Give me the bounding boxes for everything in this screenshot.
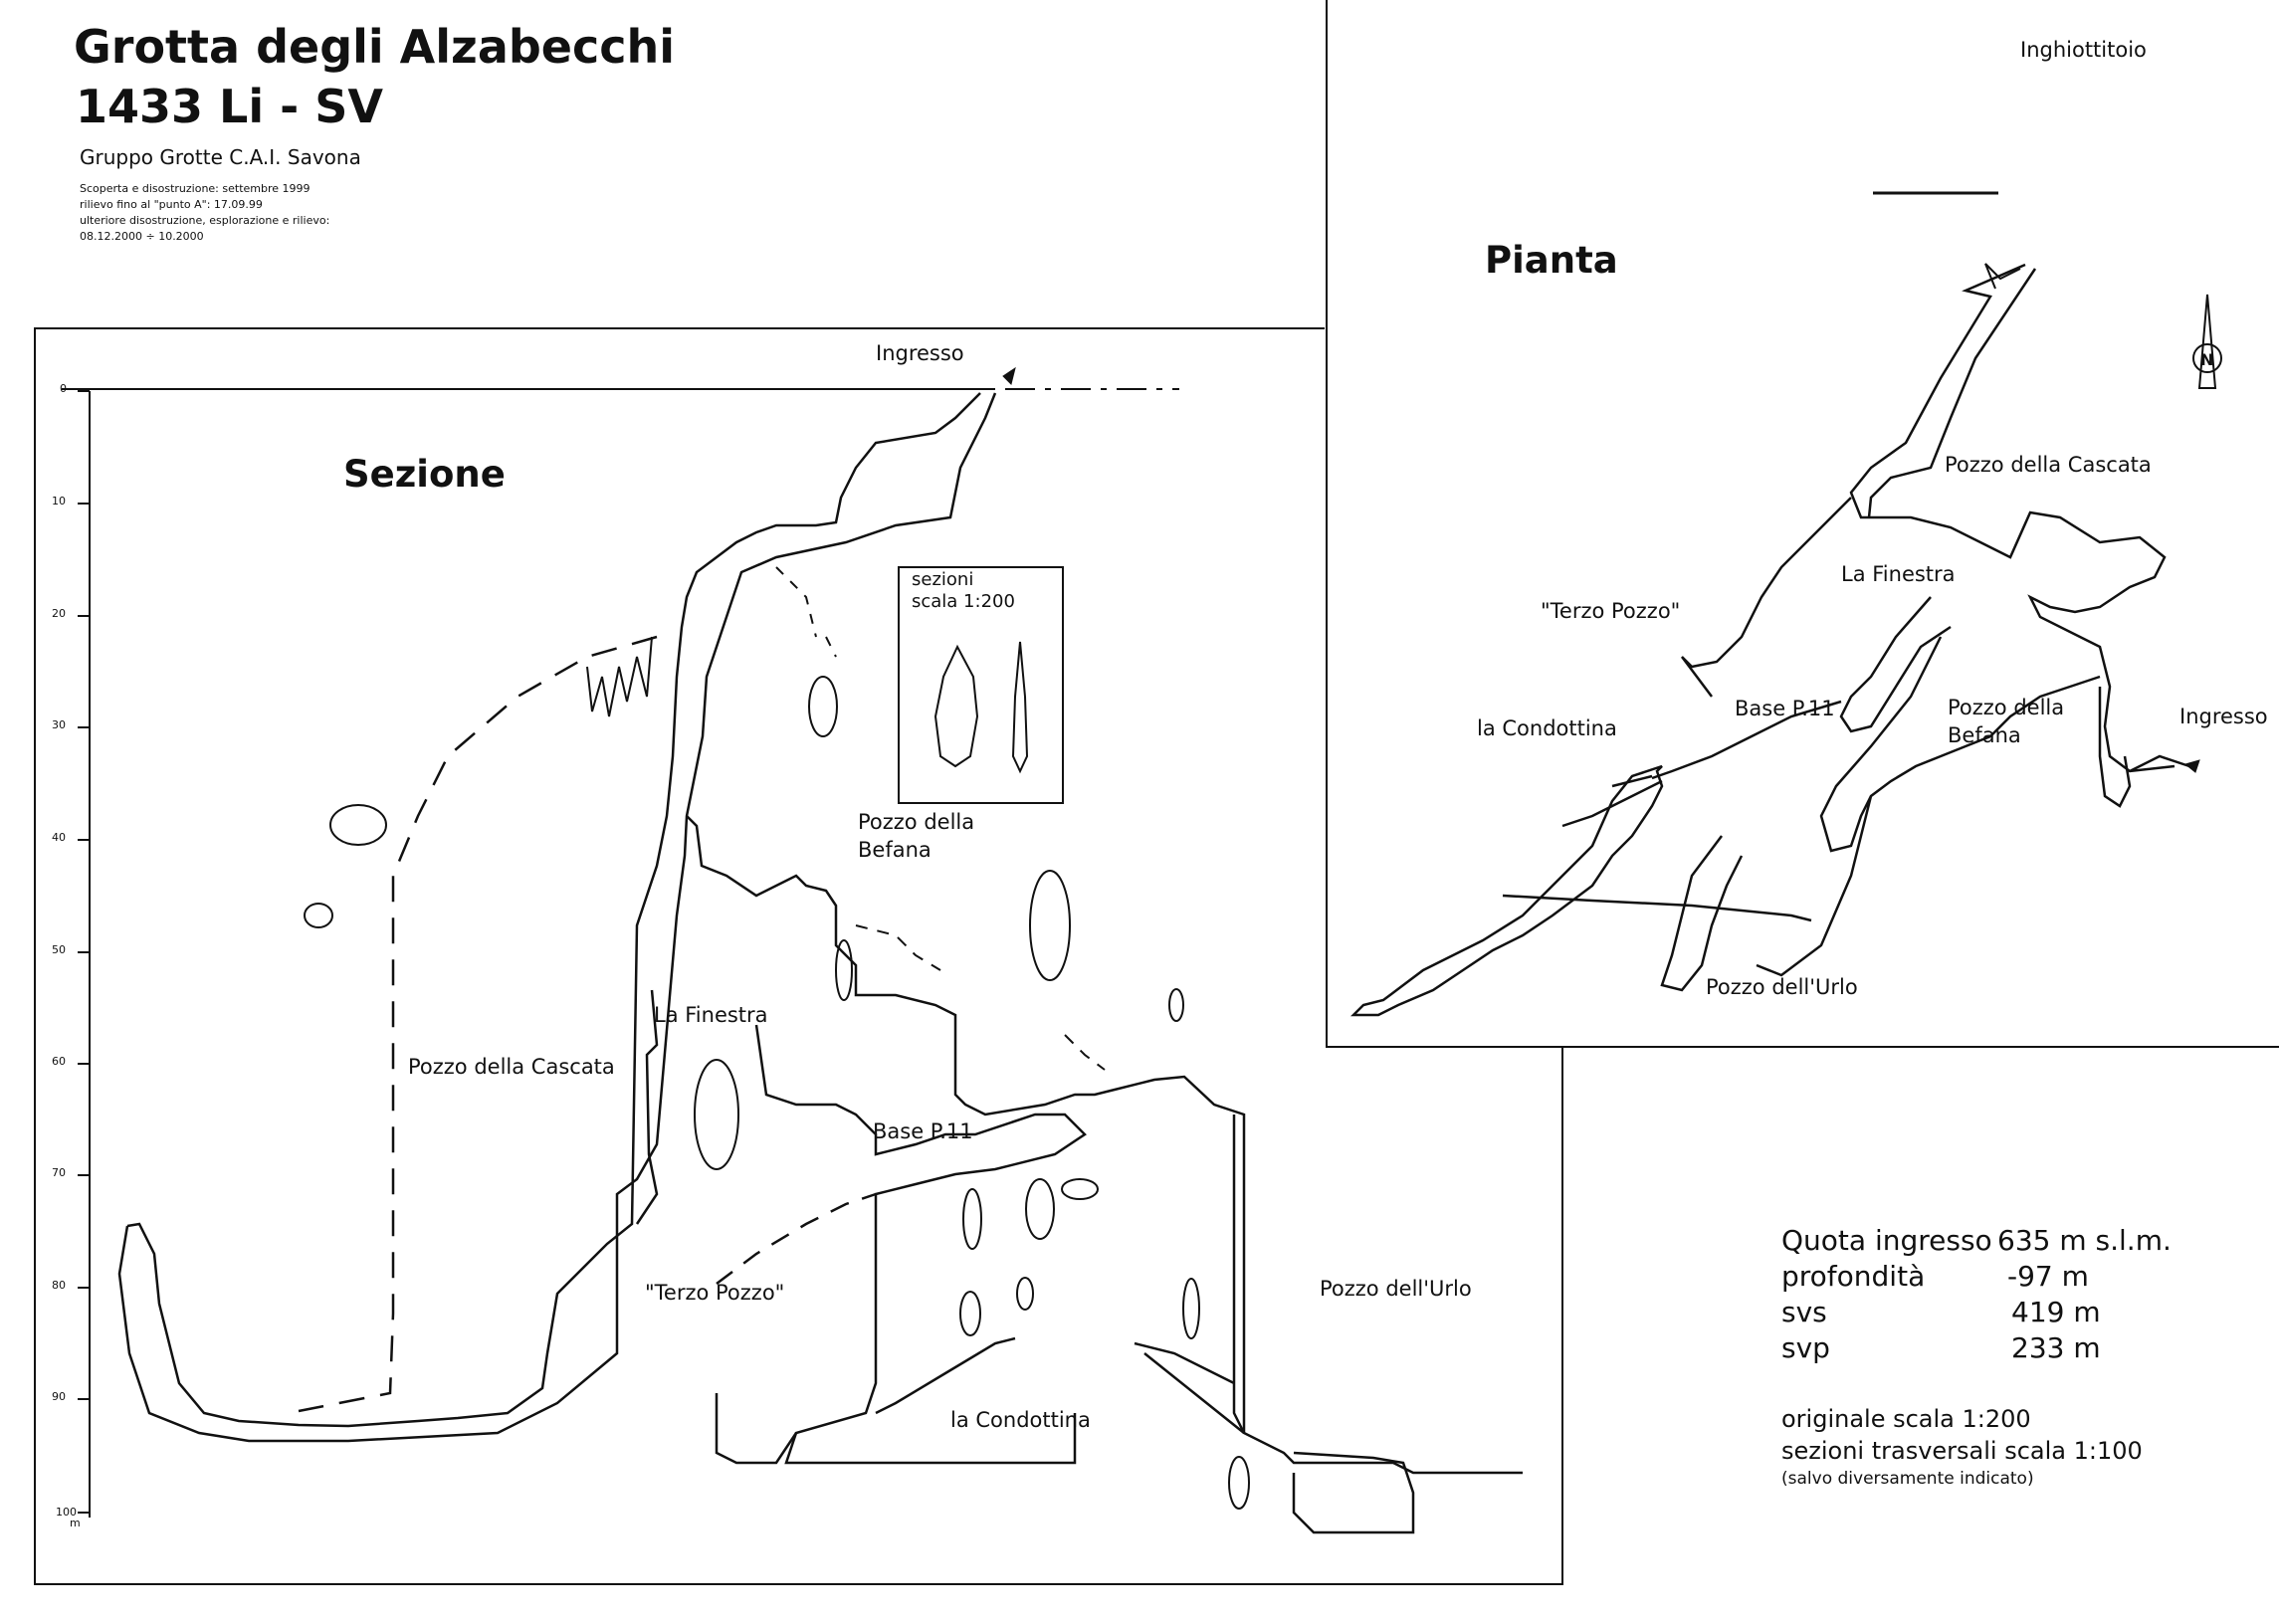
section-passage-inner bbox=[117, 392, 997, 1443]
upper-dashed-outline bbox=[775, 566, 837, 658]
cross-section bbox=[1168, 988, 1184, 1022]
section-passage-lower bbox=[686, 815, 1523, 1475]
stat-label: Quota ingresso bbox=[1781, 1224, 1992, 1257]
entrance-arrow bbox=[1002, 366, 1016, 385]
section-frame bbox=[34, 327, 1563, 1585]
survey-meta-line: rilievo fino al "punto A": 17.09.99 bbox=[80, 198, 263, 211]
section-passage-urlo bbox=[1134, 1115, 1415, 1534]
befana-dashed-outline bbox=[855, 924, 1106, 1071]
plan-frame bbox=[1326, 0, 2279, 1048]
inset-box bbox=[898, 566, 1064, 804]
plan-passage-lower bbox=[1349, 764, 1664, 1017]
cross-section bbox=[959, 1291, 981, 1336]
section-passage bbox=[126, 392, 981, 1428]
entrance-arrow bbox=[2183, 759, 2200, 773]
section-label-finestra: La Finestra bbox=[654, 1003, 768, 1027]
depth-tick-label: 90 bbox=[52, 1390, 66, 1403]
stat-value: 233 m bbox=[2011, 1331, 2101, 1364]
depth-tick-label: 50 bbox=[52, 943, 66, 956]
section-title: Sezione bbox=[343, 453, 506, 496]
plan-passage-condottina bbox=[1651, 700, 1842, 780]
north-label: N bbox=[2200, 350, 2214, 369]
section-passage-lower-inner bbox=[635, 989, 1087, 1465]
plan-label-finestra: La Finestra bbox=[1841, 562, 1956, 586]
plan-passage bbox=[1756, 596, 2101, 977]
cross-section bbox=[1228, 1456, 1250, 1510]
cross-section bbox=[808, 676, 838, 737]
plan-label-urlo: Pozzo dell'Urlo bbox=[1706, 975, 1858, 999]
depth-tick-label: 30 bbox=[52, 718, 66, 731]
plan-label-base: Base P.11 bbox=[1735, 697, 1835, 720]
cross-section bbox=[1061, 1178, 1099, 1200]
plan-passage-condottina-lower bbox=[1561, 774, 1663, 828]
inset-section bbox=[1011, 641, 1029, 774]
survey-meta-line: Scoperta e disostruzione: settembre 1999 bbox=[80, 182, 311, 195]
note-cross-sections: sezioni trasversali scala 1:100 bbox=[1781, 1437, 2143, 1465]
survey-group: Gruppo Grotte C.A.I. Savona bbox=[80, 145, 361, 169]
plan-label-befana: Pozzo della Befana bbox=[1948, 696, 2065, 747]
stat-value: -97 m bbox=[2007, 1260, 2089, 1293]
plan-passage bbox=[1849, 263, 2175, 773]
cross-section bbox=[304, 903, 333, 928]
cave-code: 1433 Li - SV bbox=[76, 80, 383, 133]
survey-meta-line: 08.12.2000 ÷ 10.2000 bbox=[80, 230, 204, 243]
section-label-urlo: Pozzo dell'Urlo bbox=[1320, 1277, 1472, 1301]
plan-passage bbox=[1681, 268, 2037, 698]
cross-section bbox=[1025, 1178, 1055, 1240]
cross-section bbox=[329, 804, 387, 846]
section-label-cascata: Pozzo della Cascata bbox=[408, 1055, 615, 1079]
note-scale: originale scala 1:200 bbox=[1781, 1405, 2031, 1433]
plan-label-ingresso: Ingresso bbox=[2179, 705, 2268, 728]
depth-unit: m bbox=[70, 1517, 81, 1529]
cross-section bbox=[962, 1188, 982, 1250]
north-arrow-circle bbox=[2192, 343, 2222, 373]
section-label-terzo: "Terzo Pozzo" bbox=[645, 1281, 785, 1305]
survey-title: Grotta degli Alzabecchi bbox=[74, 20, 676, 74]
plan-title: Pianta bbox=[1485, 239, 1618, 282]
cross-section bbox=[694, 1059, 739, 1170]
stat-label: profondità bbox=[1781, 1260, 1926, 1293]
stat-value: 419 m bbox=[2011, 1296, 2101, 1328]
plan-label-terzo: "Terzo Pozzo" bbox=[1541, 599, 1681, 623]
section-label-befana: Pozzo della Befana bbox=[858, 810, 975, 862]
section-passage-condottina bbox=[715, 1336, 1016, 1465]
terzo-dashed-outline bbox=[716, 1192, 877, 1285]
stat-label: svp bbox=[1781, 1331, 1830, 1364]
survey-meta-line: ulteriore disostruzione, esplorazione e … bbox=[80, 214, 330, 227]
cascata-dashed-outline bbox=[298, 635, 658, 1413]
cross-section bbox=[1016, 1277, 1034, 1311]
north-arrow bbox=[2197, 294, 2217, 389]
cross-section bbox=[1029, 870, 1071, 981]
depth-scale-ticks bbox=[78, 390, 90, 1514]
plan-label-inghiottitoio: Inghiottitoio bbox=[2020, 38, 2147, 62]
depth-tick-label: 10 bbox=[52, 495, 66, 508]
stat-value: 635 m s.l.m. bbox=[1997, 1224, 2172, 1257]
section-label-condottina: la Condottina bbox=[950, 1408, 1091, 1432]
inset-caption: sezioni scala 1:200 bbox=[912, 569, 1015, 612]
stat-label: svs bbox=[1781, 1296, 1827, 1328]
depth-tick-label: 20 bbox=[52, 607, 66, 620]
depth-tick-label: 70 bbox=[52, 1166, 66, 1179]
plan-label-cascata: Pozzo della Cascata bbox=[1945, 453, 2152, 477]
inset-section bbox=[933, 644, 979, 768]
plan-passage-ingresso bbox=[2098, 687, 2190, 808]
stalactites bbox=[586, 636, 653, 717]
cross-section bbox=[1182, 1278, 1200, 1339]
depth-tick-label: 80 bbox=[52, 1279, 66, 1292]
depth-tick-label: 0 bbox=[60, 382, 67, 395]
depth-tick-label: 60 bbox=[52, 1055, 66, 1068]
depth-tick-label: 40 bbox=[52, 831, 66, 844]
plan-passage-inghiottitoio bbox=[1984, 263, 2021, 290]
plan-passage-urlo bbox=[1502, 835, 1812, 992]
section-label-ingresso: Ingresso bbox=[876, 341, 964, 365]
plan-label-condottina: la Condottina bbox=[1477, 716, 1617, 740]
note-exception: (salvo diversamente indicato) bbox=[1781, 1469, 2034, 1489]
cross-section bbox=[835, 939, 853, 1001]
depth-tick-label: 100 bbox=[56, 1506, 77, 1519]
section-label-base: Base P.11 bbox=[873, 1119, 973, 1143]
